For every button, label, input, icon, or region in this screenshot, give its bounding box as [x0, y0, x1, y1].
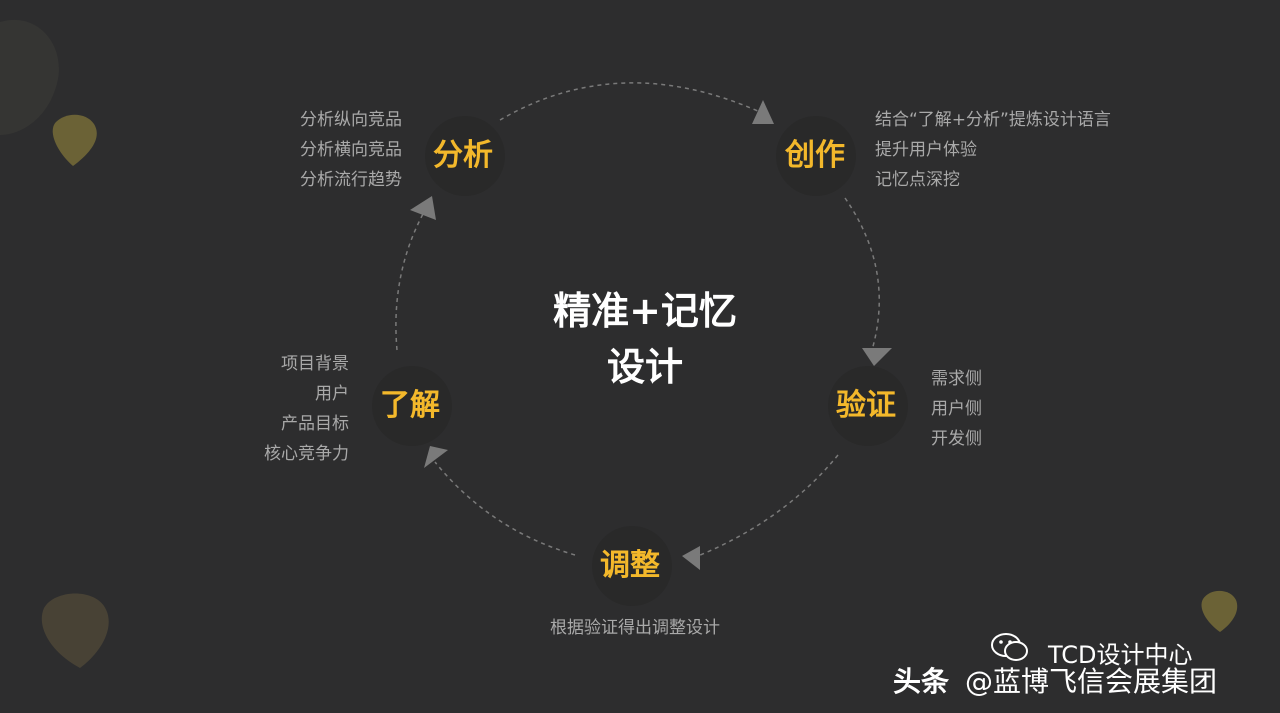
node-adjust-notes: 根据验证得出调整设计	[535, 613, 735, 643]
center-title-line2: 设计	[606, 345, 683, 389]
node-verify-label: 验证	[836, 388, 896, 423]
node-analyze-notes: 分析纵向竞品 分析横向竞品 分析流行趋势	[262, 105, 402, 195]
verify-note-3: 开发侧	[931, 429, 982, 449]
understand-note-4: 核心竞争力	[264, 444, 349, 464]
node-create-notes: 结合“了解+分析”提炼设计语言 提升用户体验 记忆点深挖	[875, 105, 1111, 195]
wechat-account-text: TCD设计中心	[1048, 641, 1193, 669]
halo-adjust	[592, 526, 672, 606]
node-create-label: 创作	[785, 138, 845, 173]
create-note-1: 结合“了解+分析”提炼设计语言	[875, 110, 1111, 130]
adjust-note-1: 根据验证得出调整设计	[550, 618, 720, 638]
halo-create	[776, 116, 856, 196]
node-understand-notes: 项目背景 用户 产品目标 核心竞争力	[229, 349, 349, 469]
arc-adjust-to-understand	[434, 461, 576, 556]
center-title: 精准+记忆 设计	[540, 283, 750, 395]
blob-top-left-large	[0, 19, 59, 135]
analyze-note-1: 分析纵向竞品	[300, 110, 402, 130]
understand-note-3: 产品目标	[281, 414, 349, 434]
analyze-note-2: 分析横向竞品	[300, 140, 402, 160]
halo-verify	[828, 366, 908, 446]
arrowhead-adjust	[682, 546, 700, 570]
halo-understand	[372, 366, 452, 446]
create-note-2: 提升用户体验	[875, 140, 977, 160]
create-note-3: 记忆点深挖	[875, 170, 960, 190]
blob-bottom-right	[1201, 590, 1238, 632]
arrowhead-verify	[862, 348, 892, 366]
node-verify-notes: 需求侧 用户侧 开发侧	[931, 364, 982, 454]
halo-analyze	[425, 116, 505, 196]
toutiao-account: @蓝博飞信会展集团	[965, 665, 1218, 698]
arrowhead-create	[752, 100, 774, 124]
toutiao-brand: 头条	[893, 665, 950, 698]
verify-note-1: 需求侧	[931, 369, 982, 389]
center-title-line1: 精准+记忆	[553, 289, 737, 333]
arc-verify-to-adjust	[697, 454, 839, 557]
understand-note-2: 用户	[315, 384, 349, 404]
verify-note-2: 用户侧	[931, 399, 982, 419]
blob-top-left-small	[52, 114, 97, 166]
blob-bottom-left	[41, 593, 109, 668]
arc-create-to-verify	[844, 197, 880, 351]
arrowhead-analyze	[410, 196, 436, 220]
arc-understand-to-analyze	[395, 204, 429, 351]
arc-analyze-to-create	[499, 82, 761, 121]
node-understand-label: 了解	[380, 388, 440, 423]
node-analyze-label: 分析	[433, 138, 493, 173]
arrowhead-understand	[424, 446, 448, 468]
wechat-icon	[991, 633, 1028, 661]
node-adjust-label: 调整	[600, 548, 660, 583]
analyze-note-3: 分析流行趋势	[300, 170, 402, 190]
understand-note-1: 项目背景	[281, 354, 349, 374]
